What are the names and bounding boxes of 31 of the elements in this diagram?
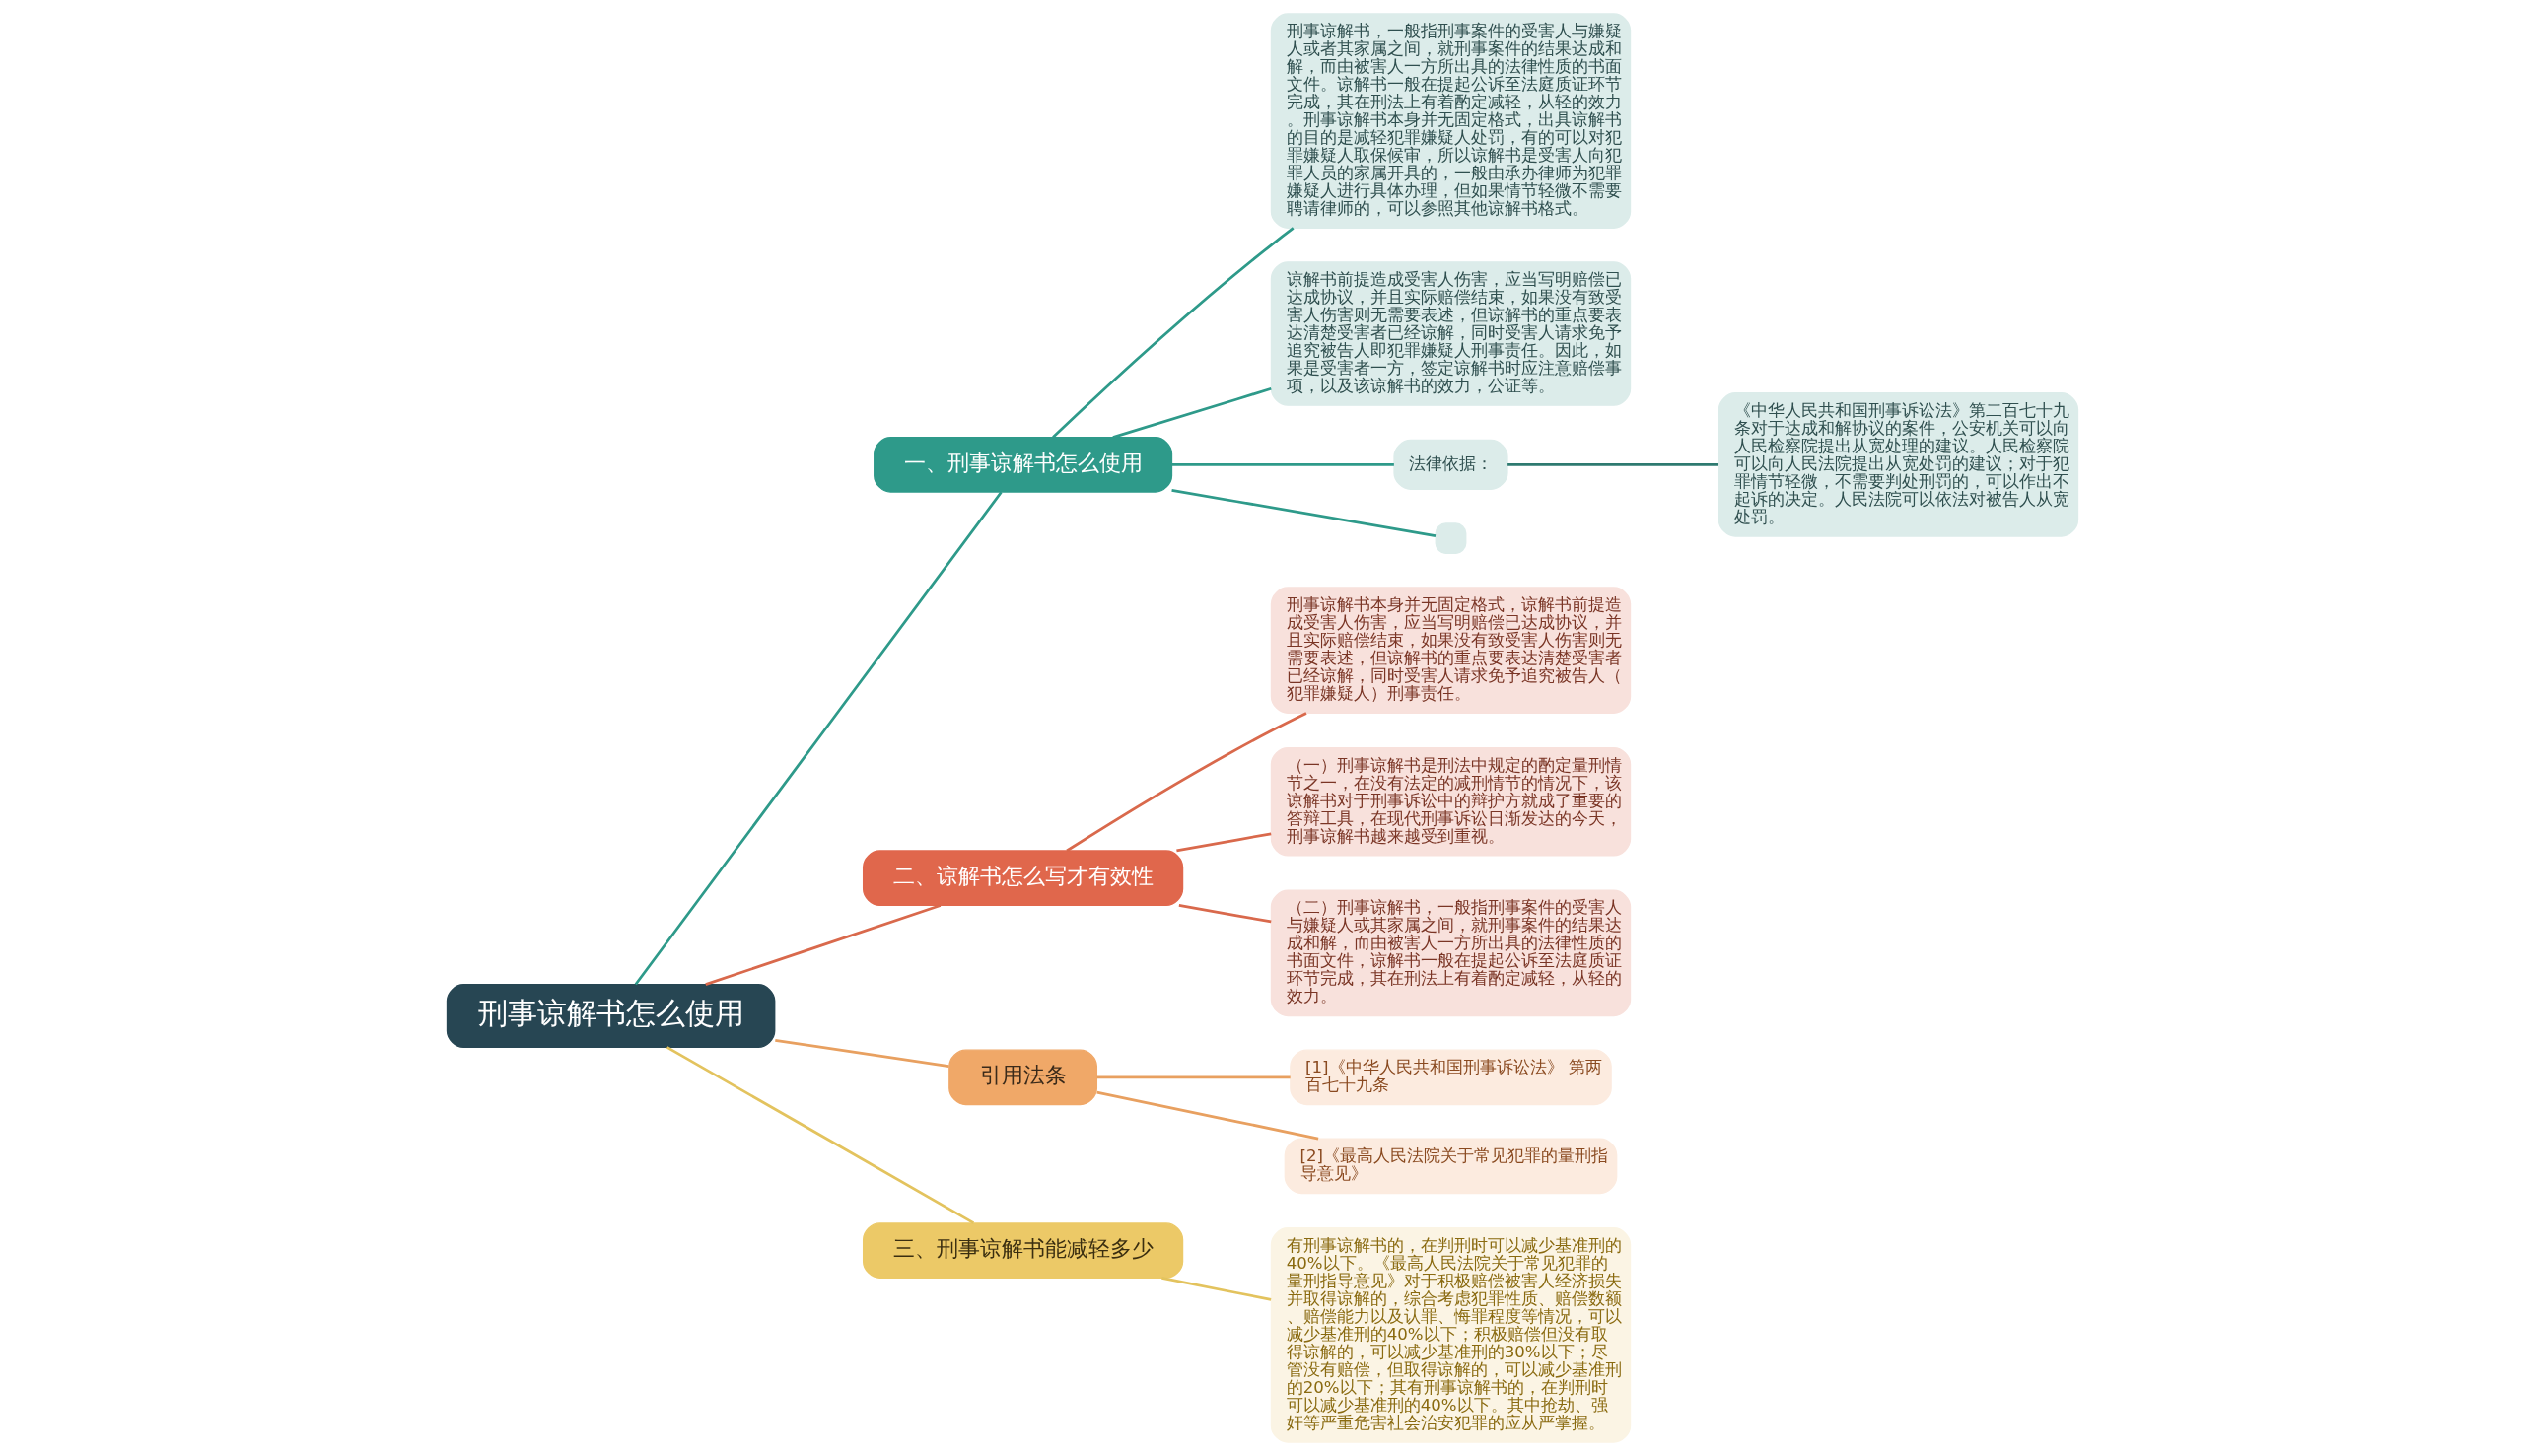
node-box: 刑事谅解书怎么使用 [446, 984, 775, 1049]
node-box: （一）刑事谅解书是刑法中规定的酌定量刑情节之一，在没有法定的减刑情节的情况下，该谅解书对于刑事诉讼中的辩护方就成了重要的答辩工具，在现代刑事诉讼日渐发达的今天，刑事谅解书越来越受到重视。 [1270, 746, 1631, 857]
node-box: [2]《最高人民法院关于常见犯罪的量刑指导意见》 [1284, 1138, 1617, 1195]
connector [704, 904, 941, 986]
node-box: 谅解书前提造成受害人伤害，应当写明赔偿已达成协议，并且实际赔偿结束，如果没有致受害人伤害则无需要表述，但谅解书的重点要表达清楚受害者已经谅解，同时受害人请求免予追究被告人即犯罪嫌疑人刑事责任。因此，如果是受害者一方，签定谅解书时应注意赔偿事项，以及该谅解书的效力，公证等。 [1270, 261, 1631, 406]
connector [1096, 1075, 1291, 1079]
node-box: 一、刑事谅解书怎么使用 [873, 437, 1172, 493]
connector [1051, 227, 1295, 439]
connector [774, 1038, 949, 1069]
node-box: [1]《中华人民共和国刑事诉讼法》 第两百七十九条 [1289, 1049, 1612, 1106]
connector [1507, 463, 1718, 466]
node-box [1435, 522, 1466, 555]
node-box: 引用法条 [947, 1049, 1097, 1106]
connector [1175, 832, 1271, 853]
node-box: 法律依据： [1392, 439, 1508, 490]
node-box: 三、刑事谅解书能减轻多少 [862, 1222, 1183, 1279]
node-box: 刑事谅解书本身并无固定格式，谅解书前提造成受害人伤害，应当写明赔偿已达成协议，并且实际赔偿结束，如果没有致受害人伤害则无需要表述，但谅解书的重点要表达清楚受害者已经谅解，同时受害人请求免予追究被告人（犯罪嫌疑人）刑事责任。 [1270, 587, 1631, 714]
connector [634, 491, 1003, 986]
connector [1171, 463, 1394, 466]
connector [1160, 1276, 1271, 1301]
node-box: 刑事谅解书，一般指刑事案件的受害人与嫌疑人或者其家属之间，就刑事案件的结果达成和解，而由被害人一方所出具的法律性质的书面文件。谅解书一般在提起公诉至法庭质证环节完成，其在刑法上有着酌定减轻，从轻的效力。刑事谅解书本身并无固定格式，出具谅解书的目的是减轻犯罪嫌疑人处罚，有的可以对犯罪嫌疑人取保候审，所以谅解书是受害人向犯罪人员的家属开具的，一般由承办律师为犯罪嫌疑人进行具体办理，但如果情节轻微不需要聘请律师的，可以参照其他谅解书格式。 [1270, 13, 1631, 229]
connector [1095, 1090, 1318, 1141]
connector [1065, 712, 1307, 853]
node-box: （二）刑事谅解书，一般指刑事案件的受害人与嫌疑人或其家属之间，就刑事案件的结果达成和解，而由被害人一方所出具的法律性质的书面文件，谅解书一般在提起公诉至法庭质证环节完成，其在刑法上有着酌定减轻，从轻的效力。 [1270, 889, 1631, 1017]
node-box: 有刑事谅解书的，在判刑时可以减少基准刑的40%以下。《最高人民法院关于常见犯罪的量刑指导意见》对于积极赔偿被害人经济损失并取得谅解的，综合考虑犯罪性质、赔偿数额、赔偿能力以及认罪、悔罪程度等情况，可以减少基准刑的40%以下；积极赔偿但没有取得谅解的，可以减少基准刑的30%以下；尽管没有赔偿，但取得谅解的，可以减少基准刑的20%以下；其有刑事谅解书的，在判刑时可以减少基准刑的40%以下。其中抢劫、强奸等严重危害社会治安犯罪的应从严掌握。 [1270, 1227, 1631, 1443]
connector [666, 1046, 974, 1224]
node-box: 二、谅解书怎么写才有效性 [862, 850, 1183, 907]
connector [1178, 904, 1271, 924]
node-box: 《中华人民共和国刑事诉讼法》第二百七十九条对于达成和解协议的案件，公安机关可以向人民检察院提出从宽处理的建议。人民检察院可以向人民法院提出从宽处罚的建议；对于犯罪情节轻微，不需要判处刑罚的，可以作出不起诉的决定。人民法院可以依法对被告人从宽处罚。 [1718, 392, 2078, 537]
connector [1170, 488, 1436, 538]
connector [1111, 386, 1272, 439]
